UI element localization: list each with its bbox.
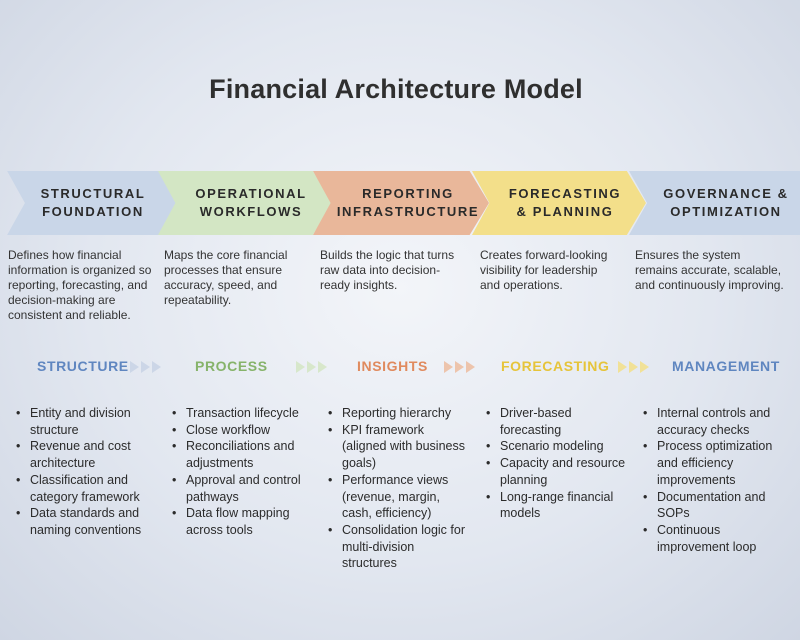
- list-item: Entity and division structure: [16, 405, 158, 438]
- stage-description: Ensures the system remains accurate, sca…: [635, 248, 784, 292]
- flow-arrows-icon: [296, 361, 327, 373]
- chevron-forecasting-planning: FORECASTING & PLANNING: [472, 171, 646, 235]
- chevron-heading: STRUCTURAL FOUNDATION: [40, 186, 146, 219]
- list-item: Continuous improvement loop: [643, 522, 789, 555]
- list-item: Long-range financial models: [486, 489, 626, 522]
- list-item: Reconciliations and adjustments: [172, 438, 318, 471]
- chevron-structural-foundation: STRUCTURAL FOUNDATION: [7, 171, 178, 235]
- stage-item-list: Driver-based forecastingScenario modelin…: [486, 405, 626, 522]
- stage-item-list: Reporting hierarchyKPI framework (aligne…: [328, 405, 468, 572]
- chevron-governance-optimization: GOVERNANCE & OPTIMIZATION: [629, 171, 800, 235]
- stage-description: Creates forward-looking visibility for l…: [480, 248, 608, 292]
- category-label: FORECASTING: [501, 358, 610, 374]
- list-item: Data flow mapping across tools: [172, 505, 318, 538]
- list-item: Data standards and naming conventions: [16, 505, 158, 538]
- list-item: Revenue and cost architecture: [16, 438, 158, 471]
- page-title: Financial Architecture Model: [209, 74, 583, 104]
- flow-arrows-icon: [444, 361, 475, 373]
- list-item: Capacity and resource planning: [486, 455, 626, 488]
- category-label-row: STRUCTURE PROCESS INSIGHTS FORECASTING M…: [0, 358, 800, 380]
- list-item: KPI framework (aligned with business goa…: [328, 422, 468, 472]
- stage-chevron-row: STRUCTURAL FOUNDATION OPERATIONAL WORKFL…: [0, 171, 800, 235]
- category-label: MANAGEMENT: [672, 358, 780, 374]
- chevron-reporting-infrastructure: REPORTING INFRASTRUCTURE: [313, 171, 489, 235]
- list-item: Documentation and SOPs: [643, 489, 789, 522]
- stage-item-list: Entity and division structureRevenue and…: [16, 405, 158, 539]
- list-item: Scenario modeling: [486, 438, 626, 455]
- chevron-heading: FORECASTING & PLANNING: [508, 186, 622, 219]
- list-item: Performance views (revenue, margin, cash…: [328, 472, 468, 522]
- stage-description: Maps the core financial processes that e…: [164, 248, 288, 307]
- category-label: PROCESS: [195, 358, 268, 374]
- flow-arrows-icon: [618, 361, 649, 373]
- list-item: Process optimization and efficiency impr…: [643, 438, 789, 488]
- category-label: INSIGHTS: [357, 358, 428, 374]
- list-item: Close workflow: [172, 422, 318, 439]
- list-item: Transaction lifecycle: [172, 405, 318, 422]
- chevron-heading: OPERATIONAL WORKFLOWS: [195, 186, 307, 219]
- stage-item-list: Transaction lifecycleClose workflowRecon…: [172, 405, 318, 539]
- stage-description: Defines how financial information is org…: [8, 248, 152, 322]
- flow-arrows-icon: [130, 361, 161, 373]
- list-item: Internal controls and accuracy checks: [643, 405, 789, 438]
- list-item: Classification and category framework: [16, 472, 158, 505]
- chevron-heading: REPORTING INFRASTRUCTURE: [336, 186, 480, 219]
- chevron-operational-workflows: OPERATIONAL WORKFLOWS: [158, 171, 332, 235]
- list-item: Approval and control pathways: [172, 472, 318, 505]
- category-label: STRUCTURE: [37, 358, 129, 374]
- chevron-heading: GOVERNANCE & OPTIMIZATION: [663, 186, 789, 219]
- stage-item-list: Internal controls and accuracy checksPro…: [643, 405, 789, 555]
- stage-description: Builds the logic that turns raw data int…: [320, 248, 455, 292]
- list-item: Reporting hierarchy: [328, 405, 468, 422]
- list-item: Consolidation logic for multi-division s…: [328, 522, 468, 572]
- list-item: Driver-based forecasting: [486, 405, 626, 438]
